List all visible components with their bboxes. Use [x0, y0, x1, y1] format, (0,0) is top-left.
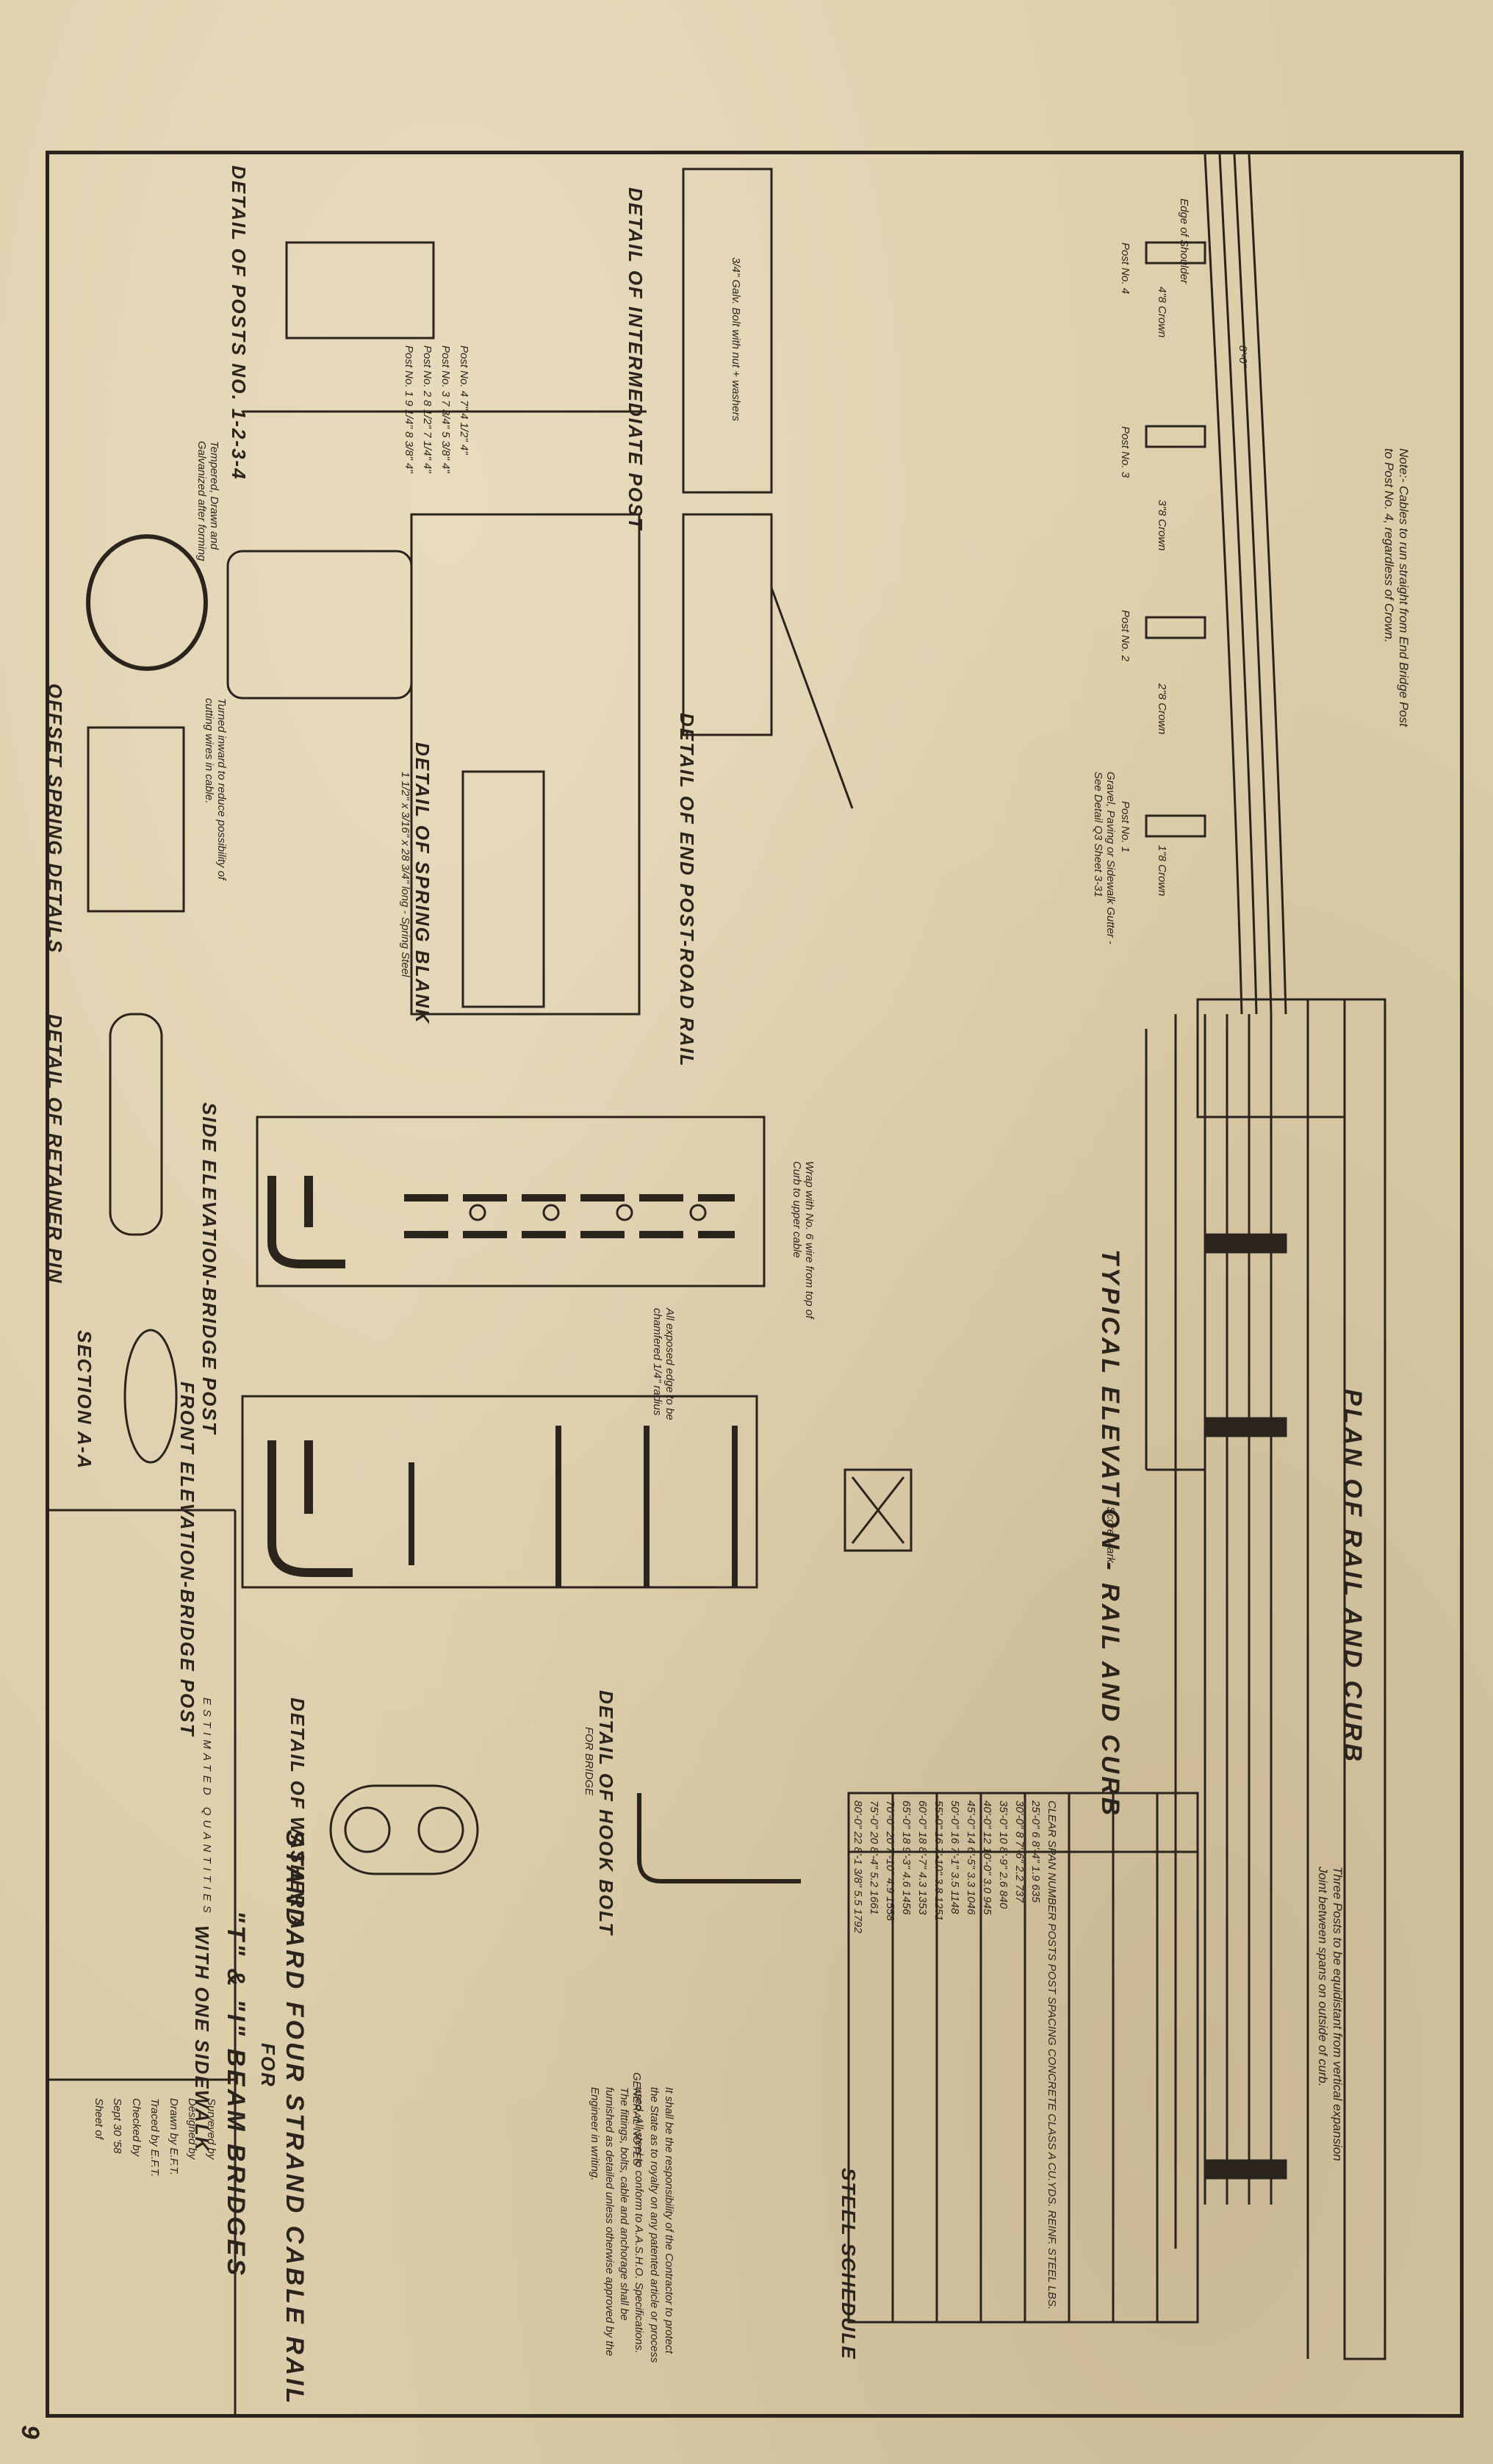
hook-bolt-subtitle: FOR BRIDGE [583, 1727, 595, 1796]
label-all-exposed: All exposed edge to be chamfered 1/4" ra… [651, 1308, 676, 1420]
post-table-row: Post No. 3 7 3/4" 5 3/8" 4" [439, 345, 452, 473]
posts-1234-title: DETAIL OF POSTS NO. 1-2-3-4 [228, 165, 250, 481]
quantity-table-row: 80'-0" 22 8'-1 3/8" 5.5 1792 [852, 1800, 864, 1933]
cell: 5 3/8" [439, 431, 452, 460]
label-score-mark: Score Mark [1104, 1506, 1117, 1563]
main-title-line1: STANDARD FOUR STRAND CABLE RAIL [281, 1830, 309, 2407]
cell: 7" [458, 400, 470, 410]
post-table: Post No. 4 7" 4 1/2" 4" [458, 345, 470, 455]
sheet-number: 9 [16, 2425, 44, 2442]
label-edge-shoulder: Edge of Shoulder [1178, 198, 1190, 284]
date: Sept 30 '58 [111, 2098, 124, 2154]
plan-title: PLAN OF RAIL AND CURB [1339, 1389, 1367, 1764]
post-table-row: Post No. 1 9 1/4" 8 3/8" 4" [403, 345, 415, 473]
side-elevation-title: SIDE ELEVATION-BRIDGE POST [198, 1102, 220, 1435]
quantity-table-row: 30'-0" 8 7'-6" 2.2 737 [1013, 1800, 1026, 1903]
quantity-table-row: 65'-0" 18 9'-3" 4.6 1456 [900, 1800, 913, 1915]
cell: 7 1/4" [421, 431, 433, 460]
main-title-line3: "T" & "I" BEAM BRIDGES [222, 1911, 250, 2279]
quantity-table-row: 70'-0" 20 7'-10" 4.9 1558 [884, 1800, 896, 1921]
cell: Post No. 4 [458, 345, 470, 398]
cell: 8 1/2" [421, 400, 433, 428]
surveyed-by: Surveyed by [205, 2098, 217, 2160]
sheet-of: Sheet of [93, 2098, 105, 2139]
intermediate-post-title: DETAIL OF INTERMEDIATE POST [625, 187, 647, 531]
label-galv-bolt: 3/4" Galv. Bolt with nut + washers [730, 257, 742, 422]
drawn-by: Drawn by E.F.T. [168, 2098, 180, 2176]
label-post3: Post No. 3 [1119, 426, 1132, 478]
note-cables: Note:- Cables to run straight from End B… [1382, 448, 1411, 727]
label-turned: Turned inward to reduce possibility of c… [203, 698, 228, 880]
retainer-pin-title: DETAIL OF RETAINER PIN [44, 1014, 66, 1285]
quantity-table-header: CLEAR SPAN NUMBER POSTS POST SPACING CON… [1046, 1800, 1058, 2310]
label-crown-28: 2"8 Crown [1156, 683, 1168, 735]
label-gutter: Gravel, Paving or Sidewalk Gutter - See … [1092, 772, 1117, 945]
designed-by: Designed by [186, 2098, 199, 2160]
front-elevation-title: FRONT ELEVATION-BRIDGE POST [176, 1382, 198, 1737]
traced-by: Traced by E.F.T. [148, 2098, 162, 2177]
cell: 4" [458, 444, 470, 455]
note-posts: Three Posts to be equidistant from verti… [1316, 1867, 1345, 2161]
cell: 4" [421, 462, 433, 473]
label-tempered: Tempered, Drawn and Galvanized after for… [195, 441, 220, 561]
cell: Post No. 2 [421, 345, 433, 398]
post-table-row: Post No. 2 8 1/2" 7 1/4" 4" [421, 345, 433, 473]
label-wrap: Wrap with No. 6 wire from top of Curb to… [791, 1161, 816, 1319]
title-block: Surveyed by Designed by Drawn by E.F.T. … [90, 2098, 221, 2177]
spring-blank-title: DETAIL OF SPRING BLANK [411, 742, 433, 1024]
quantity-table-row: 40'-0" 12 10'-0" 3.0 945 [981, 1800, 993, 1915]
main-title-line2: FOR [257, 2043, 279, 2088]
cell: 4" [439, 462, 452, 473]
general-notes-body: It shall be the responsibility of the Co… [588, 2087, 675, 2363]
cell: 4 1/2" [458, 413, 470, 442]
quantity-table-row: 45'-0" 14 6'-5" 3.3 1046 [965, 1800, 977, 1915]
hook-bolt-title: DETAIL OF HOOK BOLT [595, 1690, 617, 1936]
label-crown-38: 3"8 Crown [1156, 500, 1168, 551]
checked-by: Checked by [130, 2098, 143, 2157]
quantity-table-row: 60'-0" 18 8'-7" 4.3 1353 [916, 1800, 929, 1915]
cell: 9 1/4" [403, 400, 415, 428]
quantity-table-row: 75'-0" 20 8'-4" 5.2 1661 [868, 1800, 880, 1915]
label-post2: Post No. 2 [1119, 610, 1132, 662]
cell: Post No. 3 [439, 345, 452, 398]
offset-spring-title: OFFSET SPRING DETAILS [44, 683, 66, 954]
label-spring-spec: 1 1/2" x 3/16" x 28 3/4" long - Spring S… [399, 772, 411, 977]
label-crown-48: 4"8 Crown [1156, 287, 1168, 338]
cell: Post No. 1 [403, 345, 415, 398]
sheet-border [46, 151, 1464, 2418]
section-title: SECTION A-A [73, 1330, 96, 1470]
cell: 4" [403, 462, 415, 473]
steel-schedule-title: STEEL SCHEDULE [838, 2168, 860, 2360]
cell: 7 3/4" [439, 400, 452, 428]
post-table-row: Post No. 4 7" 4 1/2" 4" [458, 345, 470, 455]
cell: 8 3/8" [403, 431, 415, 460]
label-post1: Post No. 1 [1119, 801, 1132, 853]
end-post-title: DETAIL OF END POST-ROAD RAIL [676, 713, 698, 1068]
label-post4: Post No. 4 [1119, 243, 1132, 295]
label-spacing: 8'-0" [1237, 345, 1249, 367]
quantity-table-row: 25'-0" 6 8'-4" 1.9 635 [1029, 1800, 1042, 1903]
quantity-table-row: 35'-0" 10 8'-9" 2.6 840 [997, 1800, 1010, 1909]
label-crown-18: 1"8 Crown [1156, 845, 1168, 897]
quantity-table-row: 50'-0" 16 7'-1" 3.5 1148 [949, 1800, 961, 1914]
estimated-quantities-label: ESTIMATED QUANTITIES [201, 1698, 213, 1917]
quantity-table-row: 55'-0" 16 7'-10" 3.8 1251 [932, 1800, 945, 1921]
